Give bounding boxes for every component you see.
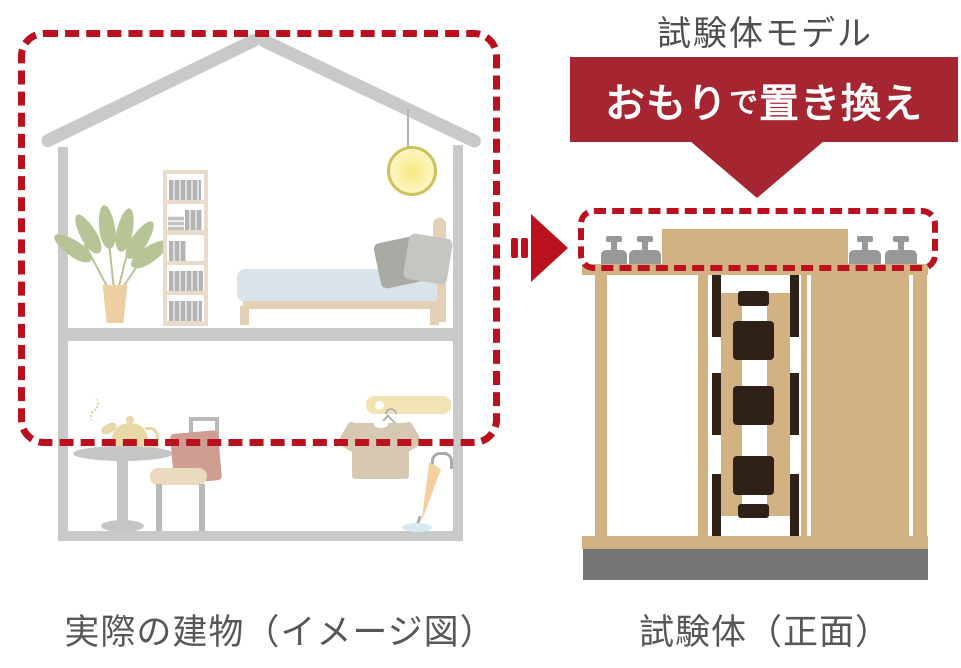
chair-leg (199, 484, 205, 531)
right-shear-panel (811, 274, 909, 536)
tshirt-neck (374, 421, 388, 428)
teapot-lid (126, 416, 134, 424)
chair-seat (150, 468, 207, 485)
weight-icon (601, 236, 627, 264)
weight-icon (849, 236, 881, 264)
left-wall (58, 147, 68, 540)
chair-leg (156, 484, 162, 531)
table-icon (73, 446, 173, 461)
umbrella-icon (421, 462, 441, 522)
weight-icon (629, 236, 661, 264)
weight-icon (885, 236, 917, 264)
plant-pot (102, 285, 128, 323)
specimen-caption: 試験体（正面） (638, 613, 891, 652)
bed-rail (243, 301, 439, 309)
second-floor-slab (58, 328, 463, 341)
coat-rack-icon (366, 396, 451, 414)
tshirt-icon (352, 423, 409, 479)
specimen-right-post (913, 275, 927, 536)
building-caption: 実際の建物（イメージ図） (64, 613, 496, 652)
books (169, 179, 201, 200)
weights-replacement-banner: おもりで置き換え (570, 57, 958, 142)
table-base (101, 520, 144, 532)
book-stack (168, 215, 184, 230)
arrow-right-icon (531, 214, 568, 282)
equals-icon (511, 238, 518, 258)
bookshelf-icon (163, 170, 208, 326)
top-center-block (662, 229, 848, 264)
arrow-down-icon (690, 141, 824, 198)
actual-building-illustration: 実際の建物（イメージ図） (18, 30, 500, 652)
column-joint (738, 291, 769, 306)
bed-leg (430, 306, 439, 325)
column-joint (733, 386, 774, 425)
right-wall (453, 145, 463, 540)
column-joint (738, 504, 769, 518)
specimen-model-title: 試験体モデル (657, 15, 873, 53)
pendant-lamp-icon (387, 146, 437, 196)
banner-text-large1: おもり (604, 81, 728, 126)
equals-icon (521, 238, 528, 258)
table-stem (117, 456, 128, 524)
banner-text-small: で (728, 86, 758, 119)
puddle (402, 523, 432, 532)
lamp-cord (407, 109, 409, 147)
upper-structure-dashed-box (18, 30, 500, 446)
specimen-left-post (595, 275, 607, 536)
specimen-base (583, 549, 928, 580)
chair-back (189, 417, 219, 421)
ground-floor-slab (58, 531, 463, 541)
rack-hole (375, 401, 384, 410)
column-joint (733, 456, 774, 495)
column-joint (733, 321, 774, 360)
umbrella-handle (431, 452, 453, 469)
center-column-assembly (690, 275, 860, 536)
banner-text-large2: 置き換え (759, 81, 923, 126)
weights-dashed-box (578, 208, 938, 271)
specimen-bottom-rail (582, 536, 928, 549)
bed-leg (240, 306, 249, 325)
